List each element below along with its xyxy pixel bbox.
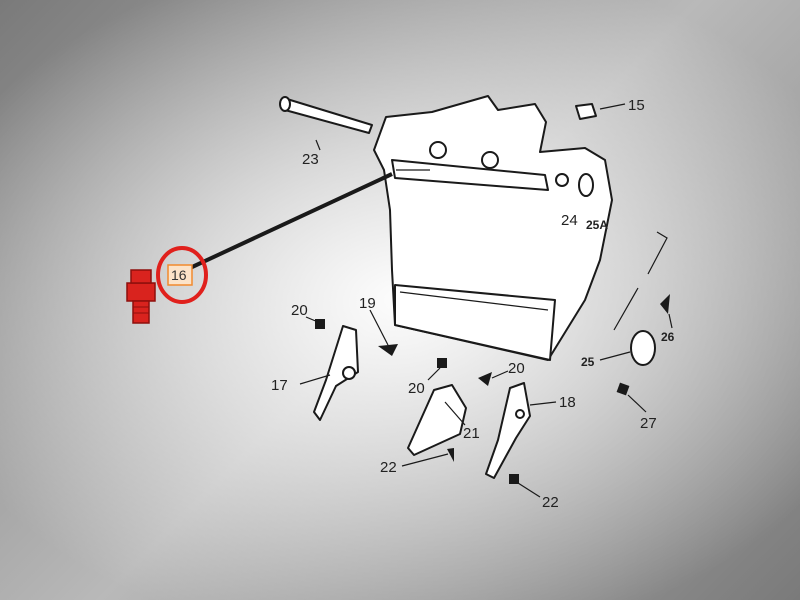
callout-16: 16	[171, 267, 187, 283]
wedge-part-22-a[interactable]	[447, 448, 454, 462]
callout-18: 18	[559, 394, 576, 411]
callout-25: 25	[581, 355, 595, 369]
callout-23: 23	[302, 151, 319, 168]
callout-20-a: 20	[291, 302, 308, 319]
bolt-part-15[interactable]	[575, 103, 626, 120]
wedge-part-26[interactable]	[660, 294, 670, 314]
tooth-part-18[interactable]	[485, 382, 557, 479]
callout-17: 17	[271, 377, 288, 394]
callout-22-b: 22	[542, 494, 559, 511]
pin-part-20-b[interactable]	[437, 358, 447, 368]
callout-20-c: 20	[508, 360, 525, 377]
pin-part-20-a[interactable]	[315, 319, 325, 329]
pin-part-23[interactable]	[279, 96, 373, 151]
tooth-part-17[interactable]	[299, 325, 359, 421]
callout-24: 24	[561, 212, 578, 229]
wedge-part-19[interactable]	[378, 344, 398, 356]
callout-19: 19	[359, 295, 376, 312]
callout-27: 27	[640, 415, 657, 432]
tooth-part-21[interactable]	[407, 384, 467, 456]
retainer-part-25[interactable]	[599, 330, 656, 366]
highlight-circle	[156, 246, 208, 304]
callout-15: 15	[628, 97, 645, 114]
fitting-part-16[interactable]	[126, 269, 156, 324]
callout-22-a: 22	[380, 459, 397, 476]
bucket-assembly[interactable]	[373, 95, 613, 361]
bracket-line	[613, 231, 668, 331]
callout-21: 21	[463, 425, 480, 442]
pin-part-27[interactable]	[616, 382, 630, 396]
callout-26: 26	[661, 330, 675, 344]
pin-part-22-b[interactable]	[509, 474, 519, 484]
highlight-label-box	[167, 264, 193, 286]
callout-20-b: 20	[408, 380, 425, 397]
wedge-part-20-c[interactable]	[478, 372, 492, 386]
leader-line-16	[189, 172, 393, 270]
callout-25a: 25A	[586, 218, 608, 232]
